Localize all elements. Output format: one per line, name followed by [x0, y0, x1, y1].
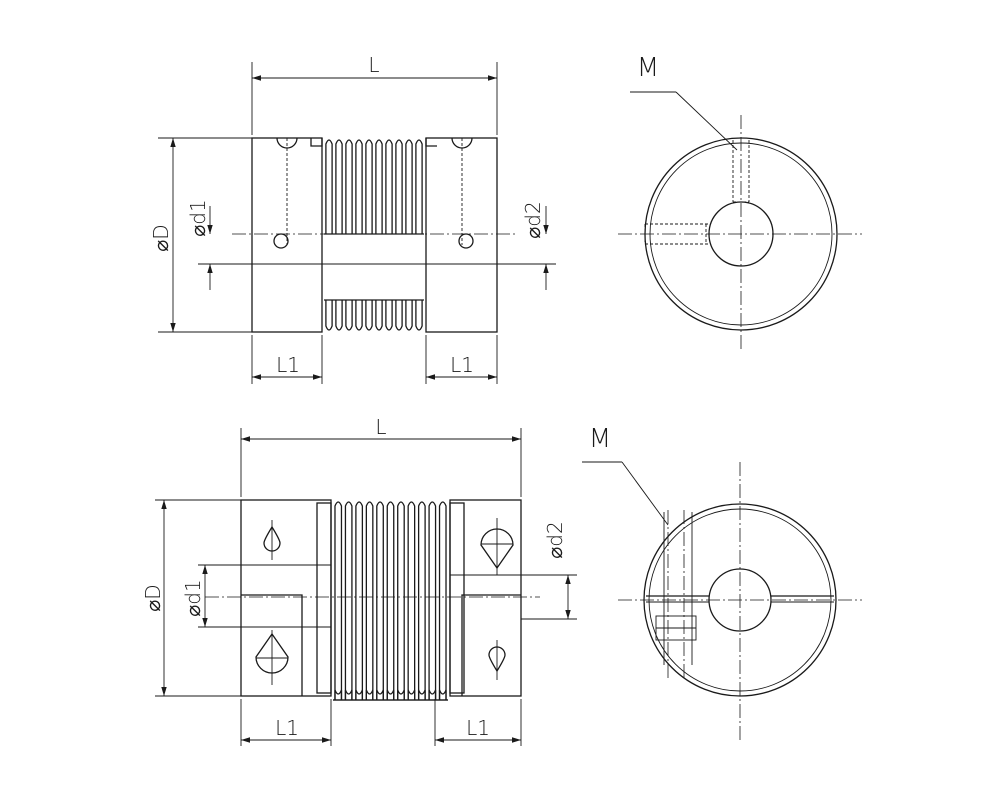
screw-hole-icon [255, 630, 289, 685]
bellows-convolution-top [397, 501, 405, 700]
top-side-view: L ⌀D ⌀d1 ⌀d2 L1 L1 [149, 53, 556, 384]
bellows-convolution-top [325, 139, 333, 234]
screw-hole-icon [263, 520, 281, 560]
bore1-label: ⌀d1 [186, 199, 210, 236]
bore2-label: ⌀d2 [543, 521, 567, 558]
diameter-label: ⌀D [149, 224, 173, 251]
bellows-convolution-top [415, 139, 423, 234]
bellows-convolution-top [428, 501, 437, 700]
length-label: L [375, 415, 386, 439]
bellows-convolution-bottom [365, 689, 374, 700]
left-hub-step [310, 138, 323, 147]
bellows-convolution-top [365, 139, 373, 234]
right-clamp-hub [449, 499, 522, 697]
bellows-convolution-bottom [385, 300, 393, 331]
bellows-convolution-top [375, 139, 383, 234]
bellows-convolution-bottom [345, 300, 353, 331]
hub-right-label: L1 [450, 353, 474, 377]
hub-left-label: L1 [275, 716, 299, 740]
bellows-convolution-bottom [365, 300, 373, 331]
screw-label: M [589, 424, 611, 454]
bellows-convolution-top [344, 501, 353, 700]
screw-label: M [637, 53, 659, 83]
bellows-convolution-top [345, 139, 353, 234]
right-hub [425, 137, 498, 333]
bellows-convolution-bottom [376, 689, 384, 700]
bellows-convolution-top [405, 139, 413, 234]
screw-hole-icon [276, 137, 298, 149]
bellows-convolution-top [385, 139, 393, 234]
bellows-convolution-top [376, 501, 384, 700]
bellows-convolution-bottom [375, 300, 383, 331]
screw-hole-icon [451, 137, 473, 149]
bellows-convolution-bottom [355, 689, 364, 700]
bellows-convolution-top [365, 501, 374, 700]
bellows [333, 501, 448, 701]
bellows-convolution-top [438, 501, 447, 700]
bellows-convolution-top [386, 501, 395, 700]
bellows [324, 139, 424, 331]
length-label: L [368, 53, 379, 77]
bellows-convolution-top [417, 501, 426, 700]
bellows-convolution-bottom [417, 689, 426, 700]
bellows-convolution-bottom [344, 689, 353, 700]
bellows-convolution-bottom [386, 689, 395, 700]
bore2-label: ⌀d2 [521, 201, 545, 238]
bellows-convolution-top [407, 501, 416, 700]
bellows-convolution-bottom [415, 300, 423, 331]
bellows-convolution-top [334, 501, 343, 700]
bellows-convolution-bottom [395, 300, 403, 331]
screw-hole-icon [488, 640, 506, 680]
right-hub-step [449, 502, 465, 694]
bellows-convolution-bottom [428, 689, 437, 700]
bellows-convolution-bottom [334, 689, 343, 700]
diameter-label: ⌀D [141, 584, 165, 611]
screw-hole-icon [273, 233, 289, 249]
hub-right-label: L1 [466, 716, 490, 740]
bore1-label: ⌀d1 [181, 579, 205, 616]
bellows-convolution-bottom [438, 689, 447, 700]
bellows-convolution-top [395, 139, 403, 234]
bellows-convolution-bottom [397, 689, 405, 700]
bellows-convolution-bottom [335, 300, 343, 331]
top-end-view: M [618, 53, 862, 352]
left-hub-step [316, 502, 332, 694]
left-clamp-slot [241, 594, 303, 696]
bottom-side-view: L ⌀D ⌀d1 ⌀d2 L1 L1 [141, 415, 577, 746]
right-hub-step [425, 138, 437, 147]
bellows-convolution-top [355, 501, 364, 700]
hub-left-label: L1 [276, 353, 300, 377]
bellows-convolution-bottom [405, 300, 413, 331]
bellows-convolution-bottom [325, 300, 333, 331]
screw-hole-icon [480, 518, 514, 575]
bellows-convolution-bottom [355, 300, 363, 331]
screw-hole-icon [458, 233, 474, 249]
bellows-convolution-top [355, 139, 363, 234]
bellows-convolution-bottom [407, 689, 416, 700]
bellows-convolution-top [335, 139, 343, 234]
right-clamp-slot [461, 594, 521, 696]
bottom-end-view: M [582, 424, 862, 740]
